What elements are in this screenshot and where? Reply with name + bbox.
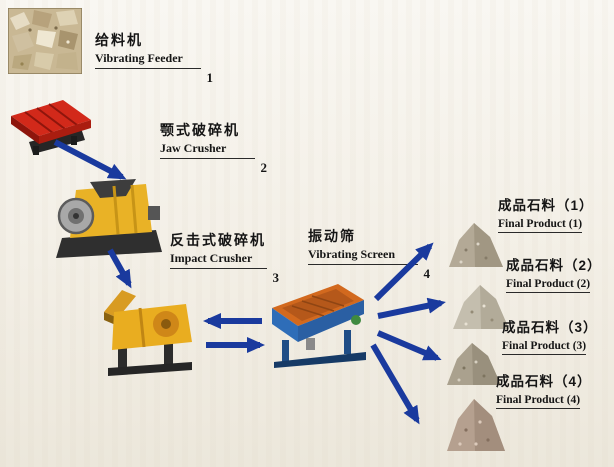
product-pile-3 xyxy=(447,343,501,385)
leader-line: 2 xyxy=(160,158,267,175)
label-impact-crusher: 反击式破碎机 Impact Crusher 3 xyxy=(170,230,279,285)
flow-arrow-screen-to-product-4 xyxy=(370,343,420,425)
flow-arrow-jaw-to-impact xyxy=(107,248,132,289)
product-name-zh: 成品石料（1） xyxy=(498,198,594,213)
stage-name-zh: 给料机 xyxy=(95,32,143,48)
leader-line: 1 xyxy=(95,68,213,85)
label-final-product-3: 成品石料（3） Final Product (3) xyxy=(502,316,598,355)
jaw-crusher-illustration xyxy=(56,179,162,258)
stage-number: 4 xyxy=(423,266,431,281)
stage-name-zh: 振动筛 xyxy=(308,228,356,244)
label-vibrating-feeder: 给料机 Vibrating Feeder 1 xyxy=(95,30,213,85)
vibrating-screen-illustration xyxy=(272,284,366,368)
product-pile-4 xyxy=(447,399,505,451)
label-jaw-crusher: 颚式破碎机 Jaw Crusher 2 xyxy=(160,120,267,175)
leader-line: 4 xyxy=(308,264,430,281)
label-vibrating-screen: 振动筛 Vibrating Screen 4 xyxy=(308,226,430,281)
product-name-zh: 成品石料（3） xyxy=(502,320,598,335)
product-pile-2 xyxy=(453,285,509,329)
product-name-en: Final Product (4) xyxy=(496,394,581,409)
stage-name-zh: 颚式破碎机 xyxy=(160,122,240,138)
stage-number: 3 xyxy=(272,270,280,285)
stage-number: 1 xyxy=(206,70,214,85)
label-final-product-2: 成品石料（2） Final Product (2) xyxy=(506,254,602,293)
product-name-zh: 成品石料（4） xyxy=(496,374,592,389)
stage-name-en: Vibrating Screen xyxy=(308,247,395,261)
stage-name-en: Impact Crusher xyxy=(170,251,253,265)
stage-name-en: Jaw Crusher xyxy=(160,141,227,155)
stage-number: 2 xyxy=(260,160,268,175)
raw-stone-photo xyxy=(8,8,82,74)
label-final-product-1: 成品石料（1） Final Product (1) xyxy=(498,194,594,233)
product-name-en: Final Product (1) xyxy=(498,218,583,233)
flow-arrow-screen-to-product-1 xyxy=(373,242,434,302)
product-name-en: Final Product (3) xyxy=(502,340,587,355)
stage-name-en: Vibrating Feeder xyxy=(95,51,183,65)
product-name-en: Final Product (2) xyxy=(506,278,591,293)
leader-line: 3 xyxy=(170,268,279,285)
label-final-product-4: 成品石料（4） Final Product (4) xyxy=(496,370,592,409)
product-pile-1 xyxy=(449,223,503,267)
impact-crusher-illustration xyxy=(104,290,192,376)
product-name-zh: 成品石料（2） xyxy=(506,258,602,273)
flow-arrow-screen-to-product-3 xyxy=(376,330,442,361)
stage-name-zh: 反击式破碎机 xyxy=(170,232,266,248)
flow-arrow-feeder-to-jaw xyxy=(53,139,127,180)
flow-arrow-screen-to-product-2 xyxy=(377,297,446,319)
